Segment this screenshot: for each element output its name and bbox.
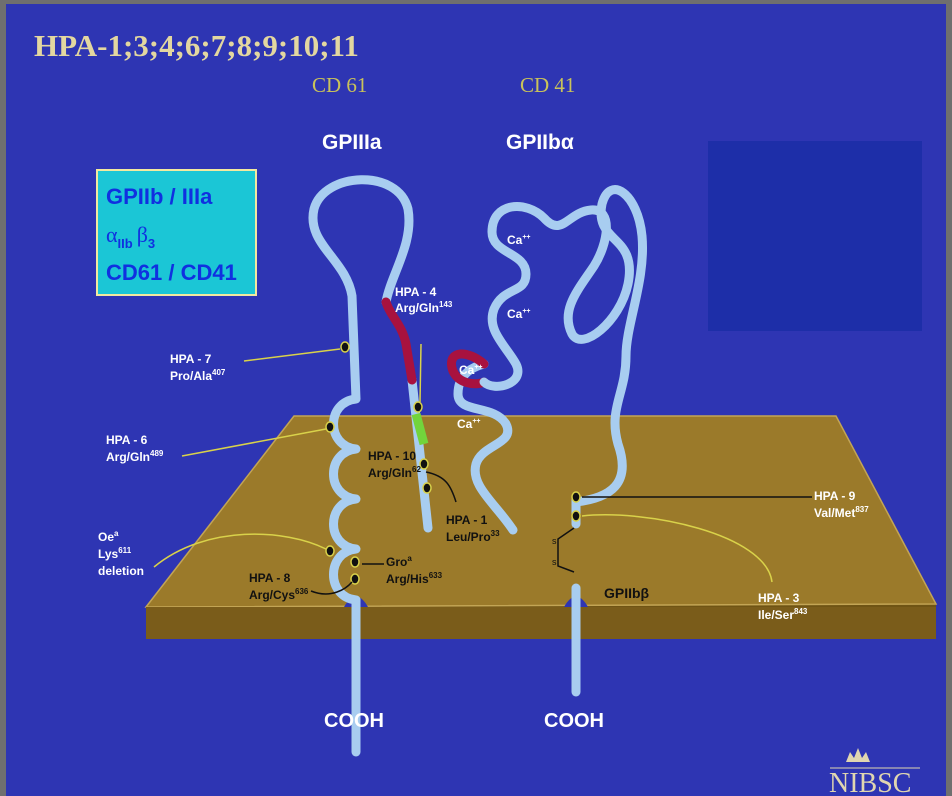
label-gpiiia: GPIIIa	[322, 131, 382, 154]
crown-icon	[846, 748, 870, 762]
label-hpa4: HPA - 4 Arg/Gln143	[395, 285, 453, 315]
label-oe: Oea Lys611 deletion	[98, 529, 144, 578]
svg-text:NIBSC: NIBSC	[829, 768, 911, 796]
slide-title: HPA-1;3;4;6;7;8;9;10;11	[34, 28, 359, 63]
label-gpiib-beta: GPIIbβ	[604, 585, 650, 601]
diagram-canvas: HPA-1;3;4;6;7;8;9;10;11 CD 61 CD 41 GPII…	[6, 4, 946, 796]
label-hpa6: HPA - 6 Arg/Gln489	[106, 433, 164, 464]
svg-text:HPA - 1: HPA - 1	[446, 513, 488, 527]
svg-text:HPA - 6: HPA - 6	[106, 433, 148, 447]
dot-hpa3	[572, 511, 580, 521]
svg-text:Arg/Gln143: Arg/Gln143	[395, 300, 453, 315]
svg-text:Oea: Oea	[98, 529, 119, 544]
svg-text:HPA - 3: HPA - 3	[758, 591, 800, 605]
dark-panel	[708, 141, 922, 331]
calcium-2: Ca++	[507, 307, 531, 321]
nibsc-logo: NIBSC	[829, 748, 920, 796]
svg-text:Lys611: Lys611	[98, 546, 132, 561]
svg-text:Arg/Gln489: Arg/Gln489	[106, 449, 164, 464]
svg-text:HPA - 9: HPA - 9	[814, 489, 856, 503]
svg-text:HPA - 8: HPA - 8	[249, 571, 291, 585]
label-cd41: CD 41	[520, 73, 575, 97]
disulfide-s1: s	[552, 536, 557, 546]
info-box-line1: GPIIb / IIIa	[106, 184, 213, 209]
dot-gro	[351, 557, 359, 567]
svg-text:deletion: deletion	[98, 564, 144, 578]
svg-text:Pro/Ala407: Pro/Ala407	[170, 368, 226, 383]
svg-text:HPA - 7: HPA - 7	[170, 352, 212, 366]
svg-text:HPA - 10: HPA - 10	[368, 449, 416, 463]
label-cd61: CD 61	[312, 73, 367, 97]
disulfide-s2: s	[552, 557, 557, 567]
svg-text:HPA - 4: HPA - 4	[395, 285, 437, 299]
calcium-3: Ca++	[459, 363, 483, 377]
dot-hpa7	[341, 342, 349, 352]
label-cooh-gpiiia: COOH	[324, 710, 384, 732]
dot-hpa4	[414, 402, 422, 412]
label-gpiib-alpha: GPIIbα	[506, 131, 574, 154]
dot-hpa9	[572, 492, 580, 502]
dot-hpa10	[420, 459, 428, 469]
cell-membrane	[146, 416, 936, 639]
label-cooh-gpiib: COOH	[544, 710, 604, 732]
dot-oe	[326, 546, 334, 556]
dot-hpa6	[326, 422, 334, 432]
info-box-line3: CD61 / CD41	[106, 260, 237, 285]
calcium-1: Ca++	[507, 233, 531, 247]
label-hpa7: HPA - 7 Pro/Ala407	[170, 352, 226, 383]
dot-hpa1	[423, 483, 431, 493]
